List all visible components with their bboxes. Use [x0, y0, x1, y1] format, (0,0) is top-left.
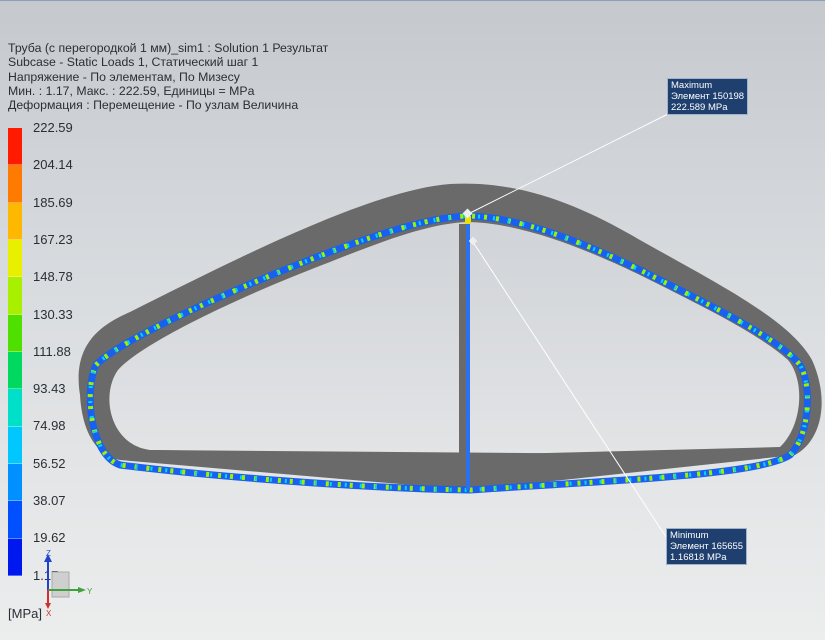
legend-band	[8, 202, 22, 240]
stress-ring-cyan	[88, 213, 810, 493]
header-stress: Напряжение - По элементам, По Мизесу	[8, 69, 240, 84]
window-top-border	[0, 0, 825, 1]
legend-band	[8, 239, 22, 278]
legend-value: 56.52	[33, 455, 66, 471]
legend-band	[8, 389, 22, 427]
legend-value: 185.69	[33, 194, 73, 210]
color-legend-bar	[8, 128, 22, 576]
legend-band	[8, 463, 22, 502]
partition-wall-side	[459, 224, 466, 486]
legend-band	[8, 314, 22, 352]
legend-band	[8, 165, 22, 203]
header-subcase: Subcase - Static Loads 1, Статический ша…	[8, 55, 259, 70]
maximum-title: Maximum	[671, 80, 713, 91]
header-title: Труба (с перегородкой 1 мм)_sim1 : Solut…	[8, 41, 329, 55]
header-minmax: Мин. : 1.17, Макс. : 222.59, Единицы = M…	[8, 83, 255, 98]
triad-y-label: Y	[87, 587, 93, 596]
legend-unit: [MPa]	[8, 606, 42, 621]
max-marker[interactable]	[462, 208, 473, 219]
legend-value: 74.98	[33, 418, 66, 434]
maximum-element: Элемент 150198	[671, 91, 745, 102]
minimum-title: Minimum	[670, 530, 709, 541]
legend-band	[8, 351, 22, 390]
legend-value: 93.43	[33, 381, 66, 397]
legend-band	[8, 501, 22, 539]
min-leader	[472, 241, 669, 541]
minimum-value: 1.16818 MPa	[670, 552, 727, 563]
result-header: Труба (с перегородкой 1 мм)_sim1 : Solut…	[8, 41, 328, 112]
minimum-element: Элемент 165655	[670, 541, 744, 552]
legend-band	[8, 426, 22, 464]
min-marker[interactable]	[468, 236, 478, 246]
legend-band	[8, 277, 22, 315]
coordinate-triad[interactable]: Z Y X	[44, 549, 93, 618]
triad-x-label: X	[46, 609, 52, 618]
minimum-label[interactable]: Minimum Элемент 165655 1.16818 MPa	[666, 528, 748, 565]
pipe-floor	[120, 450, 790, 460]
partition-wall	[466, 220, 470, 490]
triad-z-label: Z	[46, 549, 51, 558]
legend-value: 222.59	[33, 120, 73, 135]
legend-band	[8, 128, 22, 166]
legend-value: 130.33	[33, 306, 73, 322]
legend-value: 38.07	[33, 493, 66, 508]
legend-band	[8, 538, 22, 576]
legend-value: 167.23	[33, 231, 73, 247]
partition-hot	[465, 216, 471, 224]
pipe-interior	[109, 222, 800, 455]
maximum-label[interactable]: Maximum Элемент 150198 222.589 MPa	[667, 78, 749, 115]
maximum-value: 222.589 MPa	[671, 102, 728, 113]
header-deformation: Деформация : Перемещение - По узлам Вели…	[8, 98, 299, 113]
max-leader	[467, 111, 673, 215]
legend-value: 204.14	[33, 157, 73, 173]
legend-value: 148.78	[33, 269, 73, 285]
legend-value: 111.88	[33, 343, 71, 359]
legend-value: 19.62	[33, 530, 66, 546]
